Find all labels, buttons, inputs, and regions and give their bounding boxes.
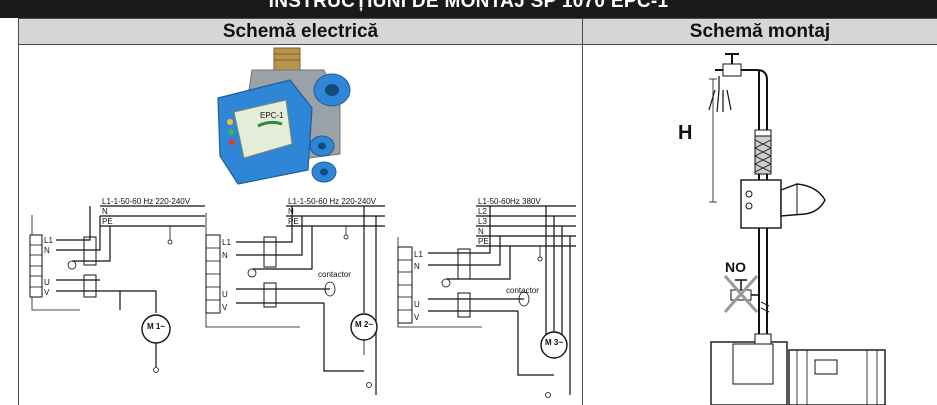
svg-text:N: N xyxy=(414,262,420,271)
svg-text:V: V xyxy=(44,288,50,297)
lamp-red xyxy=(229,139,235,145)
front-panel xyxy=(233,99,293,159)
svg-text:N: N xyxy=(478,227,484,236)
svg-text:L1: L1 xyxy=(222,238,231,247)
svg-text:V: V xyxy=(414,313,420,322)
diagram3-contactor-label: contactor xyxy=(506,286,539,295)
svg-text:U: U xyxy=(414,300,420,309)
svg-text:PE: PE xyxy=(478,237,489,246)
svg-text:L2: L2 xyxy=(478,207,487,216)
pump-motor xyxy=(788,349,886,405)
svg-text:L1: L1 xyxy=(44,236,53,245)
wiring-diagram-1: L1-1-50-60 Hz 220-240V N PE L1 N U V M 1… xyxy=(29,197,205,373)
installation-diagram: H NO xyxy=(678,53,886,405)
svg-text:PE: PE xyxy=(288,217,299,226)
no-label: NO xyxy=(725,259,746,275)
svg-text:L3: L3 xyxy=(478,217,487,226)
svg-text:U: U xyxy=(44,278,50,287)
diagram2-supply: L1-1-50-60 Hz 220-240V xyxy=(288,197,377,206)
title-bar: INSTRUCȚIUNI DE MONTAJ SP 1070 EPC-1 xyxy=(0,0,937,18)
header-installation-schematic: Schemă montaj xyxy=(583,18,937,45)
height-label: H xyxy=(678,122,692,144)
lamp-green xyxy=(228,129,234,135)
diagram3-contactor xyxy=(518,291,530,307)
device-brand: EPC-1 xyxy=(260,111,284,120)
pressure-controller-image: EPC-1 xyxy=(217,47,351,185)
svg-text:V: V xyxy=(222,303,228,312)
left-border xyxy=(18,18,19,405)
diagram3-motor xyxy=(540,331,568,359)
diagram2-contactor xyxy=(324,281,336,297)
wiring-diagram-2: L1-1-50-60 Hz 220-240V N PE L1 N U V con… xyxy=(205,197,385,395)
column-divider xyxy=(582,18,583,405)
diagram1-supply: L1-1-50-60 Hz 220-240V xyxy=(102,197,191,206)
lamp-yellow xyxy=(227,119,233,125)
page-title: INSTRUCȚIUNI DE MONTAJ SP 1070 EPC-1 xyxy=(268,0,669,12)
top-fitting xyxy=(273,47,301,71)
svg-text:PE: PE xyxy=(102,217,113,226)
svg-text:M 1~: M 1~ xyxy=(147,322,165,331)
svg-text:U: U xyxy=(222,290,228,299)
water-spray xyxy=(708,76,732,113)
diagram2-contactor-label: contactor xyxy=(318,270,351,279)
svg-text:M 2~: M 2~ xyxy=(355,320,373,329)
svg-text:N: N xyxy=(288,207,294,216)
faucet xyxy=(722,63,742,77)
wiring-diagram-3: L1-50-60Hz 380V L2 L3 N PE L1 N U V cont… xyxy=(397,197,576,398)
svg-text:M 3~: M 3~ xyxy=(545,338,563,347)
header-electrical-schematic: Schemă electrică xyxy=(18,18,582,45)
svg-text:N: N xyxy=(102,207,108,216)
svg-text:N: N xyxy=(222,251,228,260)
cross-mark xyxy=(723,275,759,313)
pipe xyxy=(715,69,768,364)
controller-on-pipe xyxy=(740,179,782,229)
diagram3-supply: L1-50-60Hz 380V xyxy=(478,197,541,206)
svg-text:L1: L1 xyxy=(414,250,423,259)
svg-text:N: N xyxy=(44,246,50,255)
